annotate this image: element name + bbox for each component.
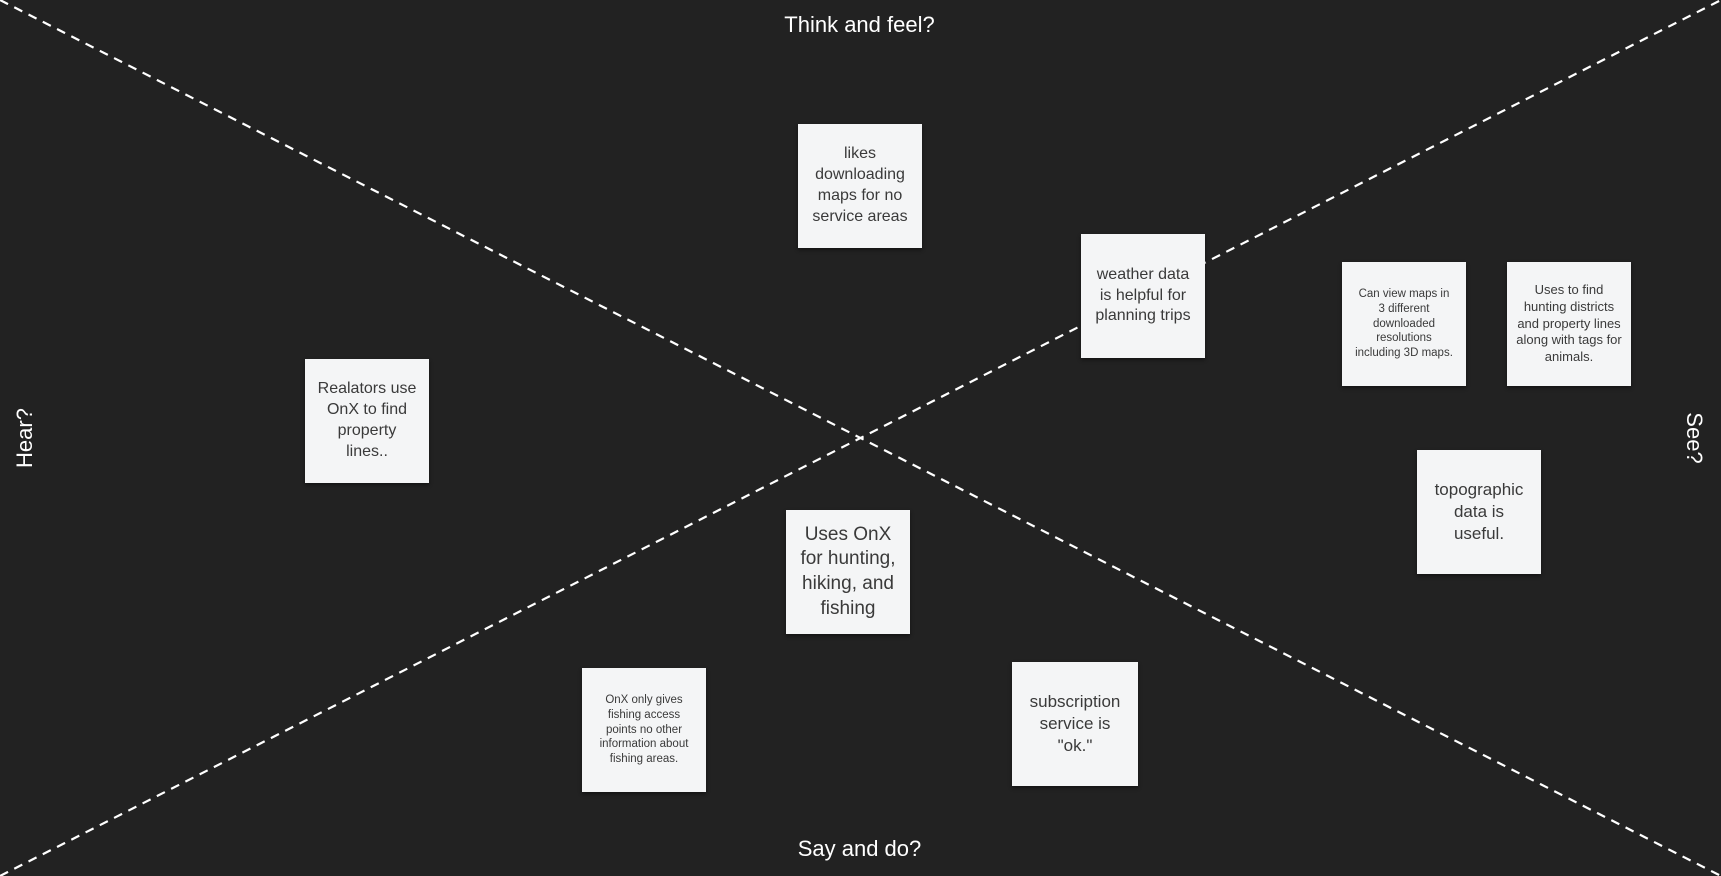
- sticky-note[interactable]: topographic data is useful.: [1417, 450, 1541, 574]
- sticky-note[interactable]: Realators use OnX to find property lines…: [305, 359, 429, 483]
- quadrant-label-say-do: Say and do?: [797, 836, 922, 861]
- sticky-note[interactable]: Can view maps in 3 different downloaded …: [1342, 262, 1466, 386]
- sticky-note[interactable]: Uses to find hunting districts and prope…: [1507, 262, 1631, 386]
- sticky-note[interactable]: Uses OnX for hunting, hiking, and fishin…: [786, 510, 910, 634]
- quadrant-label-hear: Hear?: [12, 408, 37, 468]
- quadrant-label-think-feel: Think and feel?: [784, 12, 935, 37]
- sticky-note[interactable]: OnX only gives fishing access points no …: [582, 668, 706, 792]
- sticky-note[interactable]: subscription service is "ok.": [1012, 662, 1138, 786]
- quadrant-label-see: See?: [1682, 412, 1707, 464]
- sticky-note[interactable]: weather data is helpful for planning tri…: [1081, 234, 1205, 358]
- sticky-note[interactable]: likes downloading maps for no service ar…: [798, 124, 922, 248]
